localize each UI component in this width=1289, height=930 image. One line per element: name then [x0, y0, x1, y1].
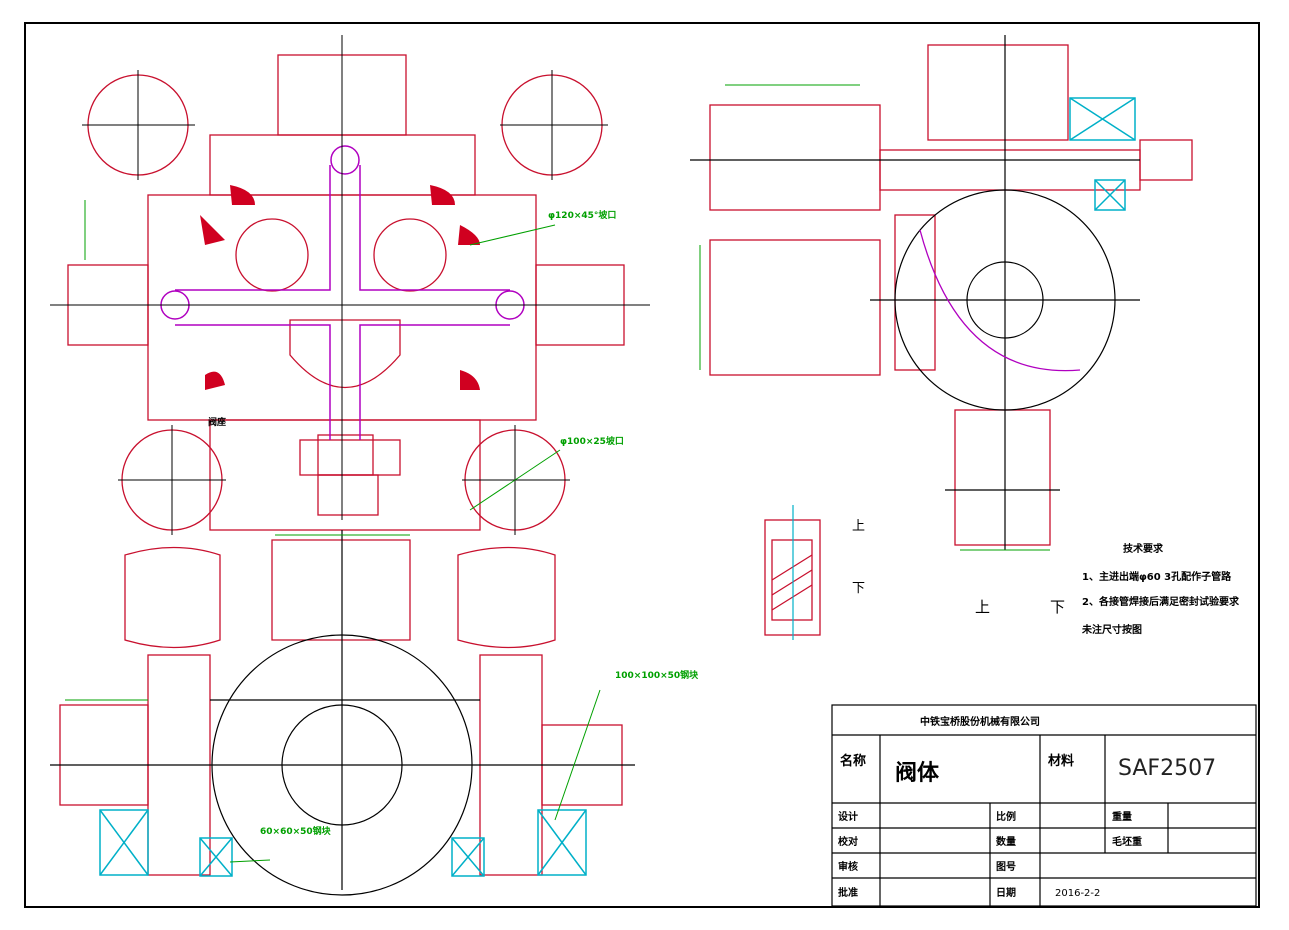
part-name: 阀体 [895, 760, 940, 786]
company-name: 中铁宝桥股份机械有限公司 [920, 715, 1040, 728]
material-value: SAF2507 [1118, 756, 1216, 781]
label-valve-seat: 阀座 [208, 416, 226, 428]
notes-heading: 技术要求 [1123, 542, 1164, 555]
material-label: 材料 [1048, 753, 1074, 769]
callout-6: 下 [852, 581, 865, 596]
col-label-scale: 比例 [996, 810, 1016, 823]
row-label-approve: 批准 [838, 886, 858, 899]
callout-8: 下 [1050, 598, 1065, 616]
col-label-qty: 数量 [996, 835, 1016, 848]
cyan-blocks [99, 809, 587, 877]
center-lines [50, 35, 650, 535]
front-view [67, 54, 625, 531]
note-line-1: 1、主进出端φ60 3孔配作子管路 [1082, 570, 1232, 583]
row-label-design: 设计 [838, 810, 858, 823]
callout-3: 100×100×50钢块 [615, 669, 699, 681]
weld-pads [200, 185, 480, 390]
side-view-arc [919, 229, 1081, 372]
callout-4: 60×60×50钢块 [260, 825, 332, 837]
col-label-date: 日期 [996, 886, 1016, 899]
callout-1: φ120×45°坡口 [548, 209, 616, 221]
name-label: 名称 [840, 753, 866, 769]
callout-5: 上 [852, 519, 865, 534]
side-view-body [690, 35, 1140, 550]
title-block [831, 704, 1257, 907]
callout-7: 上 [975, 598, 990, 616]
note-line-3: 未注尺寸按图 [1081, 623, 1142, 636]
col-label-dwgno: 图号 [996, 861, 1016, 873]
side-cyan-blocks [1069, 97, 1136, 211]
dimension-lines [65, 84, 1050, 863]
bottom-view-body [50, 530, 635, 896]
note-line-2: 2、各接管焊接后满足密封试验要求 [1082, 595, 1240, 608]
drawing-frame [24, 22, 1260, 908]
col-label-blank-weight: 毛坯重 [1112, 835, 1142, 848]
col-label-weight: 重量 [1112, 810, 1132, 823]
date-value: 2016-2-2 [1055, 888, 1100, 899]
side-view [709, 44, 1193, 546]
callout-2: φ100×25坡口 [560, 435, 624, 447]
row-label-review: 审核 [838, 860, 858, 873]
row-label-check: 校对 [838, 835, 858, 848]
